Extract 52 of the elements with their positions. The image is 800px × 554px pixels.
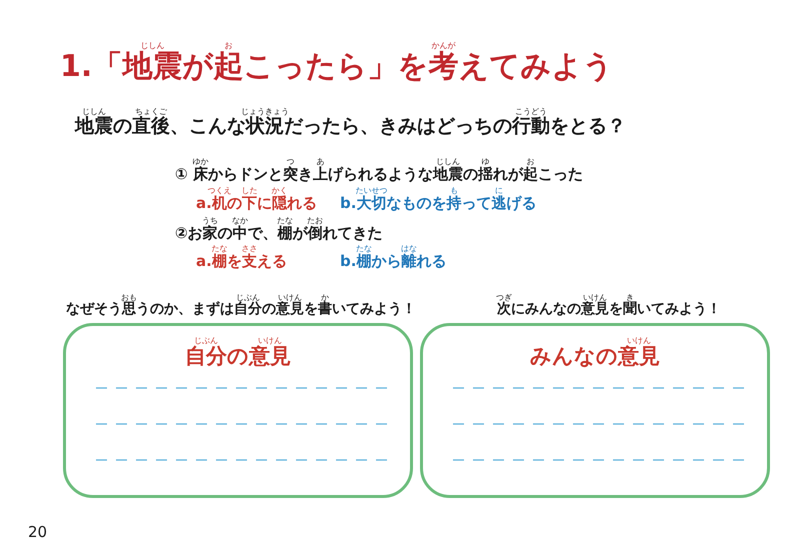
furigana: じしん (140, 42, 164, 50)
furigana: うち (202, 217, 218, 225)
furigana: たな (356, 245, 372, 253)
furigana: いけん (583, 294, 607, 302)
furigana: こうどう (515, 108, 547, 116)
furigana: かく (271, 187, 288, 195)
page-number: 20 (28, 524, 48, 540)
furigana: つ (286, 158, 294, 166)
furigana: じしん (436, 158, 460, 166)
furigana: いけん (278, 294, 302, 302)
opinion-box (420, 323, 770, 498)
answer-option: a.棚を支える (196, 253, 287, 270)
furigana: なか (232, 217, 248, 225)
furigana: つぎ (496, 294, 512, 302)
box-heading: みんなの意見 (530, 344, 660, 368)
furigana: ちょくご (135, 108, 167, 116)
answer-option: b.大切なものを持って逃げる (340, 195, 536, 212)
furigana: たな (211, 245, 228, 253)
question-text: 地震の直後、こんな状況だったら、きみはどっちの行動をとる？ (75, 116, 626, 137)
situation-text: ②お家の中で、棚が倒れてきた (175, 225, 383, 242)
furigana: いけん (627, 337, 651, 345)
furigana: も (450, 187, 458, 195)
furigana: つくえ (207, 187, 232, 195)
opinion-box (63, 323, 413, 498)
furigana: に (494, 187, 503, 195)
furigana: じしん (82, 108, 106, 116)
furigana: お (526, 158, 534, 166)
title: 1.「地震が起こったら」を考えてみよう (60, 50, 614, 83)
furigana: した (241, 187, 258, 195)
instruction-text: なぜそう思うのか、まずは自分の意見を書いてみよう！ (66, 302, 416, 318)
furigana: じぶん (194, 337, 218, 345)
furigana: あ (316, 158, 324, 166)
box-heading: 自分の意見 (185, 344, 291, 368)
furigana: お (224, 42, 232, 50)
furigana: たお (307, 217, 324, 225)
furigana: じぶん (236, 294, 260, 302)
answer-option: b.棚から離れる (340, 253, 446, 270)
furigana: じょうきょう (241, 108, 289, 116)
furigana: はな (400, 245, 417, 253)
furigana: おも (121, 294, 137, 302)
instruction-text: 次にみんなの意見を聞いてみよう！ (497, 302, 721, 318)
furigana: ゆ (481, 158, 490, 166)
furigana: たな (277, 217, 294, 225)
furigana: かんが (431, 42, 456, 50)
furigana: たいせつ (355, 187, 388, 195)
furigana: ゆか (192, 158, 208, 166)
furigana: いけん (258, 337, 282, 345)
furigana: き (626, 294, 634, 302)
furigana: ささ (241, 245, 258, 253)
answer-option: a.机の下に隠れる (196, 195, 317, 212)
situation-text: ① 床からドンと突き上げられるような地震の揺れが起こった (175, 166, 583, 182)
furigana: か (321, 294, 329, 302)
